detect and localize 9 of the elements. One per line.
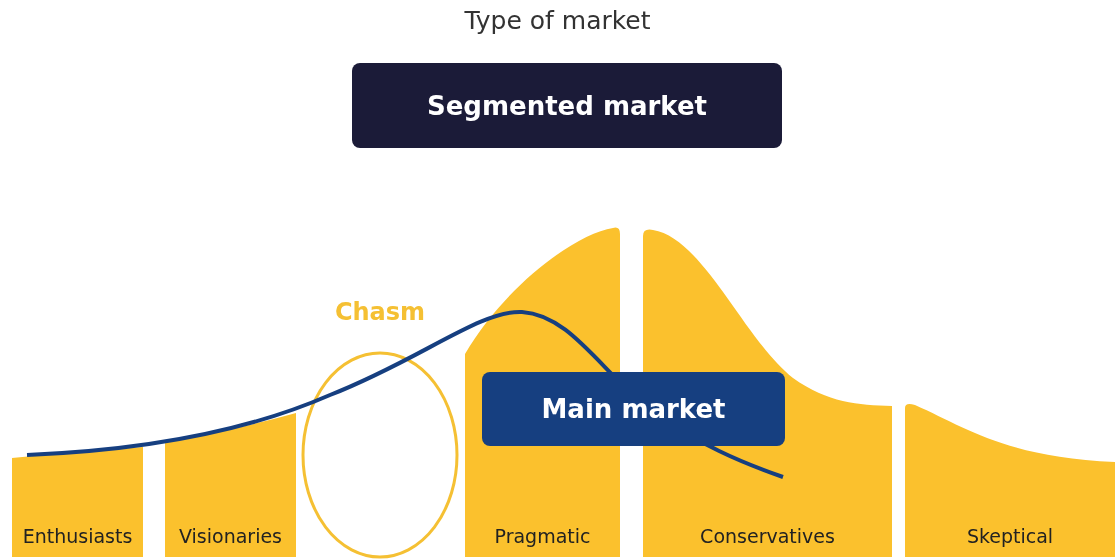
segment-label: Skeptical — [966, 525, 1054, 547]
label-box: Segmented market — [352, 63, 782, 148]
chasm-label: Chasm — [334, 298, 426, 326]
segment-label: Pragmatic — [494, 525, 591, 547]
segment-label: Visionaries — [179, 525, 282, 547]
label-box: Main market — [482, 372, 785, 446]
segment-label: Enthusiasts — [22, 525, 133, 547]
segment-label: Conservatives — [700, 525, 835, 547]
diagram-title: Type of market — [464, 6, 651, 35]
